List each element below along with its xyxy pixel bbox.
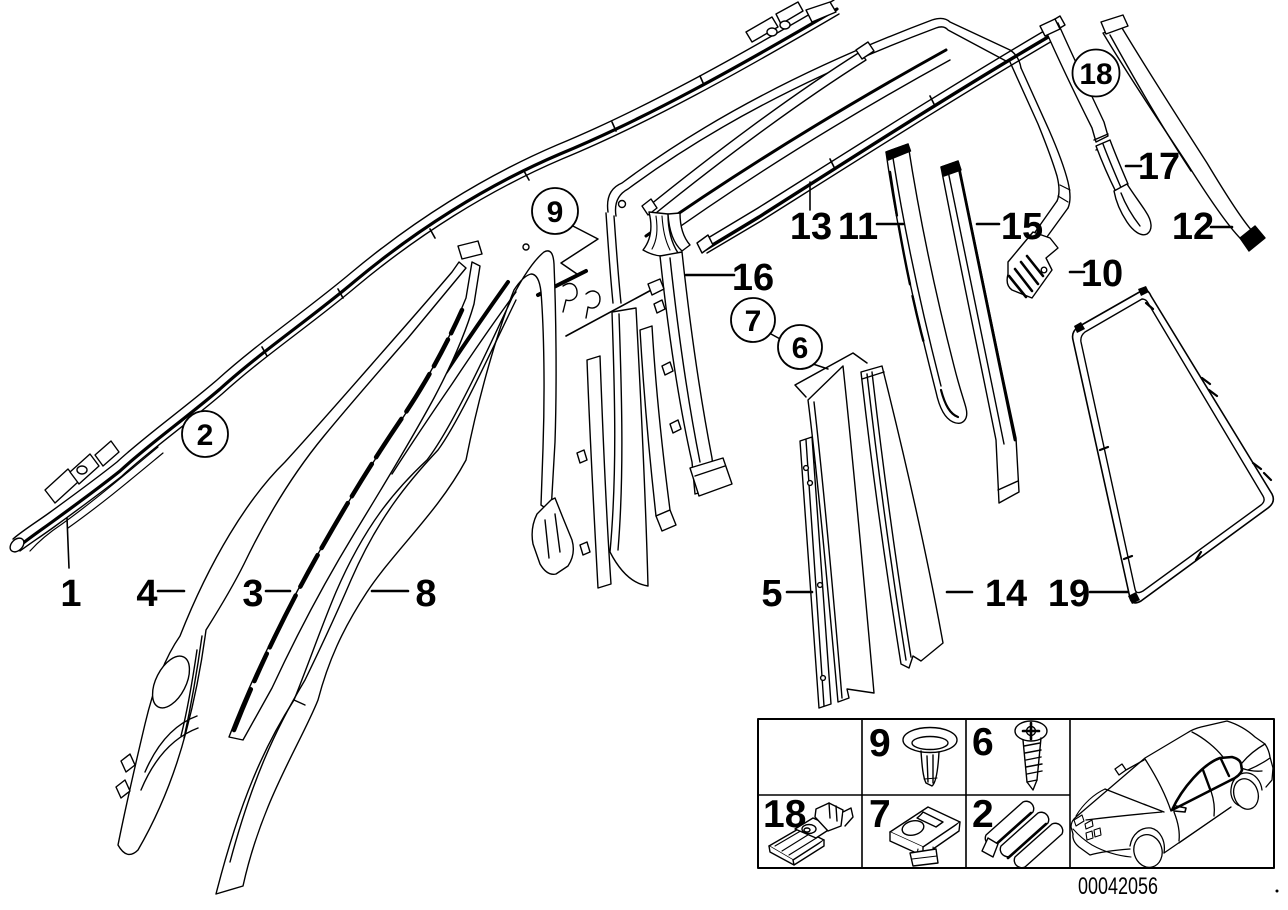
svg-text:11: 11	[838, 206, 878, 248]
svg-text:5: 5	[761, 573, 782, 615]
svg-text:10: 10	[1081, 253, 1123, 295]
svg-text:9: 9	[869, 722, 891, 765]
svg-text:4: 4	[136, 573, 157, 615]
svg-text:00042056: 00042056	[1078, 873, 1158, 900]
svg-text:13: 13	[790, 206, 832, 248]
svg-text:6: 6	[972, 721, 994, 764]
svg-text:16: 16	[732, 257, 774, 299]
svg-text:17: 17	[1138, 146, 1180, 188]
svg-text:7: 7	[745, 305, 762, 338]
svg-text:3: 3	[242, 573, 263, 615]
svg-text:7: 7	[869, 793, 891, 836]
svg-text:14: 14	[985, 573, 1027, 615]
svg-text:12: 12	[1172, 206, 1214, 248]
svg-text:18: 18	[1079, 58, 1112, 91]
svg-text:2: 2	[197, 419, 214, 452]
svg-text:8: 8	[415, 573, 436, 615]
svg-text:6: 6	[792, 332, 809, 365]
svg-text:2: 2	[972, 793, 994, 836]
svg-text:19: 19	[1048, 573, 1090, 615]
svg-text:1: 1	[60, 573, 81, 615]
svg-text:9: 9	[547, 196, 564, 229]
svg-text:15: 15	[1001, 206, 1043, 248]
